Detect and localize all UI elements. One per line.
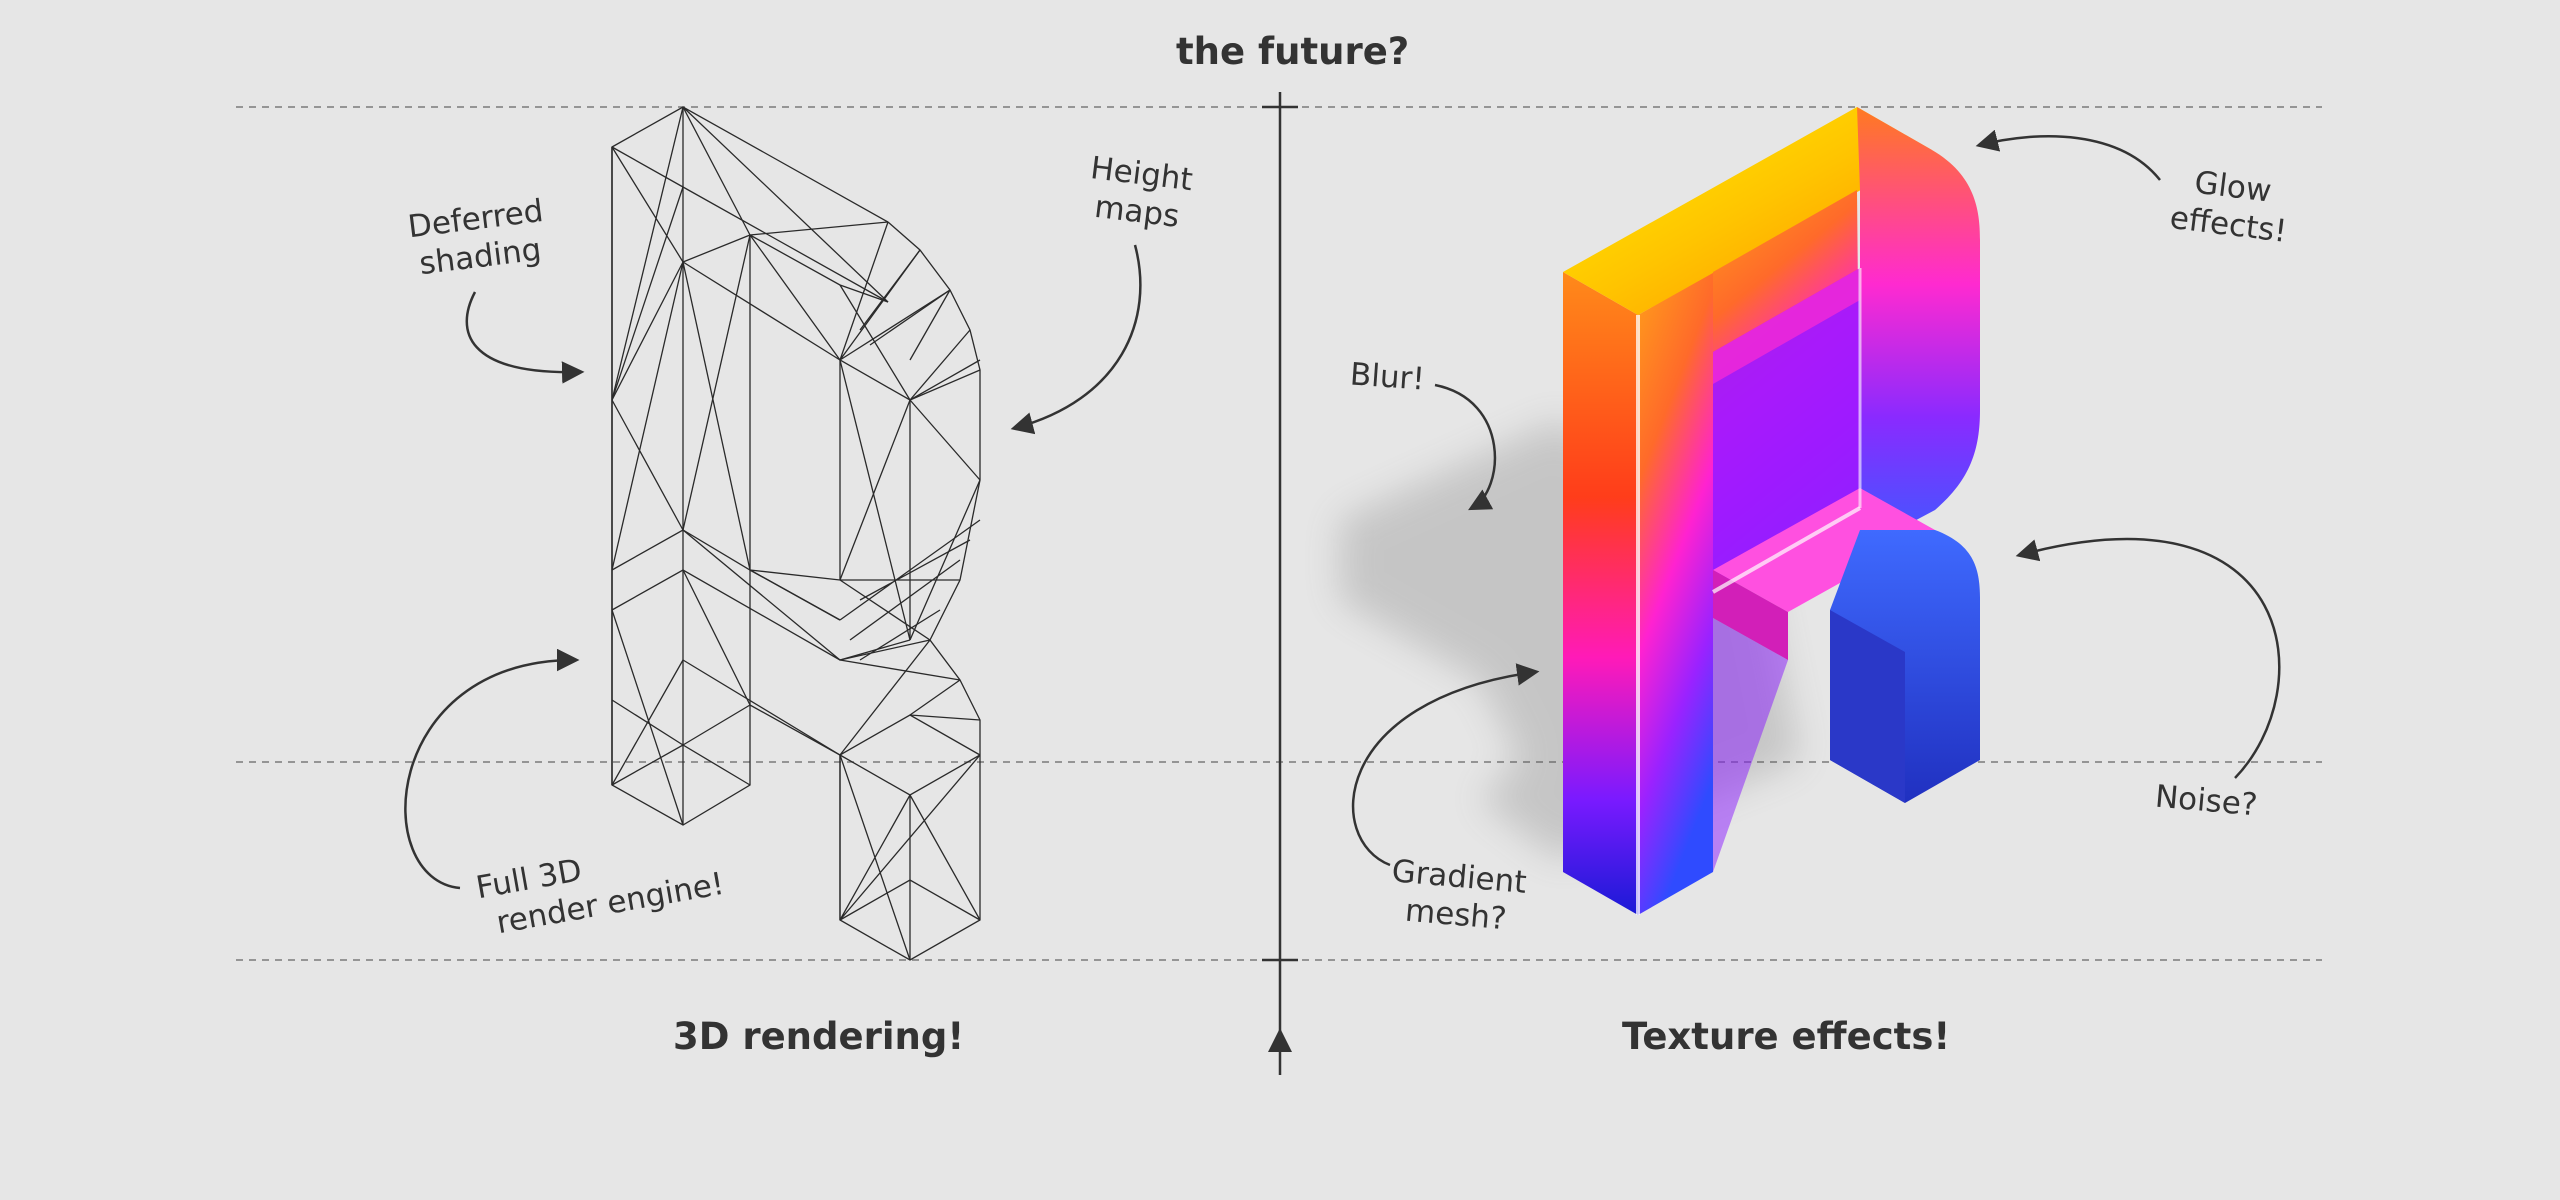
curved-arrow-icon	[1975, 129, 2161, 181]
annotation-line: Blur!	[1348, 356, 1426, 398]
curved-arrow-icon	[2015, 537, 2281, 779]
arrow-up-icon	[1268, 1028, 1292, 1052]
right-heading: Texture effects!	[1622, 1015, 1951, 1058]
curved-arrow-icon	[404, 648, 580, 890]
page-title: the future?	[1176, 30, 1410, 73]
wireframe-letter	[611, 106, 981, 961]
annotation-gradient-mesh: Gradient mesh?	[1387, 852, 1528, 939]
gradient-letter	[1563, 107, 1980, 915]
left-heading: 3D rendering!	[673, 1015, 965, 1058]
annotation-blur: Blur!	[1349, 355, 1426, 398]
annotation-arrows	[404, 129, 2281, 890]
center-axis	[1262, 92, 1298, 1075]
curved-arrow-icon	[1434, 383, 1497, 511]
annotation-height-maps: Height maps	[1084, 149, 1195, 237]
annotation-glow: Glow effects!	[2168, 161, 2294, 251]
curved-arrow-icon	[1010, 244, 1142, 435]
curved-arrow-icon	[465, 291, 585, 384]
curved-arrow-icon	[1351, 663, 1540, 867]
